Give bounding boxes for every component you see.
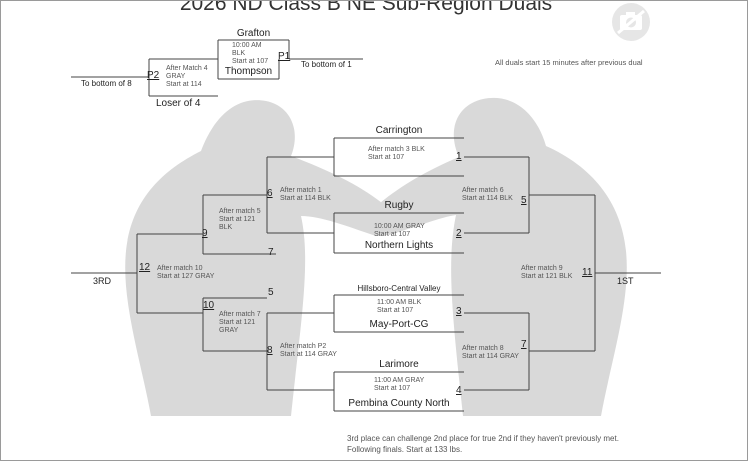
team-pembina-county-north: Pembina County North — [348, 398, 450, 409]
match-number-p2: P2 — [147, 70, 160, 81]
p2-destination: To bottom of 8 — [81, 79, 132, 88]
match-10-info: After match 7 Start at 121 GRAY — [219, 311, 261, 334]
match-2-info: 10:00 AM GRAY Start at 107 — [374, 223, 425, 238]
match-number-5: 5 — [521, 195, 527, 206]
match-number-7: 7 — [521, 339, 527, 350]
right-wrestler-silhouette — [368, 97, 627, 417]
team-northern-lights: Northern Lights — [364, 240, 434, 251]
match-6-info: After match 1 Start at 114 BLK — [280, 187, 331, 202]
match-1-info: After match 3 BLK Start at 107 — [368, 146, 425, 161]
loser-of-4: Loser of 4 — [156, 98, 201, 109]
match-number-1: 1 — [456, 151, 462, 162]
match-9-info: After match 5 Start at 121 BLK — [219, 208, 261, 231]
pigtail-info: 10:00 AM BLK Start at 107 — [232, 42, 269, 65]
match-number-2: 2 — [456, 228, 462, 239]
team-carrington: Carrington — [375, 125, 423, 136]
team-larimore: Larimore — [379, 359, 419, 370]
p2-info: After Match 4 GRAY Start at 114 — [166, 65, 208, 88]
match-5-info: After match 6 Start at 114 BLK — [462, 187, 513, 202]
left-wrestler-silhouette — [125, 100, 395, 417]
feed-seven: 7 — [268, 247, 274, 258]
match-number-4: 4 — [456, 385, 462, 396]
feed-five: 5 — [268, 287, 274, 298]
match-number-10: 10 — [203, 300, 215, 311]
all-duals-note: All duals start 15 minutes after previou… — [495, 58, 643, 67]
match-12-info: After match 10 Start at 127 GRAY — [157, 265, 215, 280]
team-grafton: Grafton — [236, 28, 271, 39]
match-number-3: 3 — [456, 306, 462, 317]
team-thompson: Thompson — [224, 66, 273, 77]
match-number-6: 6 — [267, 188, 273, 199]
match-8-info: After match P2 Start at 114 GRAY — [280, 343, 337, 358]
match-number-12: 12 — [139, 262, 151, 273]
page-title: 2026 ND Class B NE Sub-Region Duals — [179, 0, 553, 15]
first-place-label: 1ST — [617, 276, 634, 286]
match-number-11: 11 — [582, 267, 593, 278]
wrestler-silhouettes — [125, 97, 627, 417]
match-11-info: After match 9 Start at 121 BLK — [521, 265, 573, 280]
team-may-port-cg: May-Port-CG — [369, 319, 429, 330]
match-7-info: After match 8 Start at 114 GRAY — [462, 345, 519, 360]
match-4-info: 11:00 AM GRAY Start at 107 — [374, 377, 425, 392]
match-number-9: 9 — [202, 228, 208, 239]
team-hillsboro-central-valley: Hillsboro-Central Valley — [357, 284, 441, 293]
match-number-8: 8 — [267, 345, 273, 356]
third-place-label: 3RD — [93, 276, 112, 286]
footer-note: 3rd place can challenge 2nd place for tr… — [347, 434, 619, 454]
match-number-p1: P1 — [278, 51, 291, 62]
team-rugby: Rugby — [384, 200, 414, 211]
match-3-info: 11:00 AM BLK Start at 107 — [377, 299, 422, 314]
p1-destination: To bottom of 1 — [301, 60, 352, 69]
camera-off-icon — [612, 3, 650, 41]
